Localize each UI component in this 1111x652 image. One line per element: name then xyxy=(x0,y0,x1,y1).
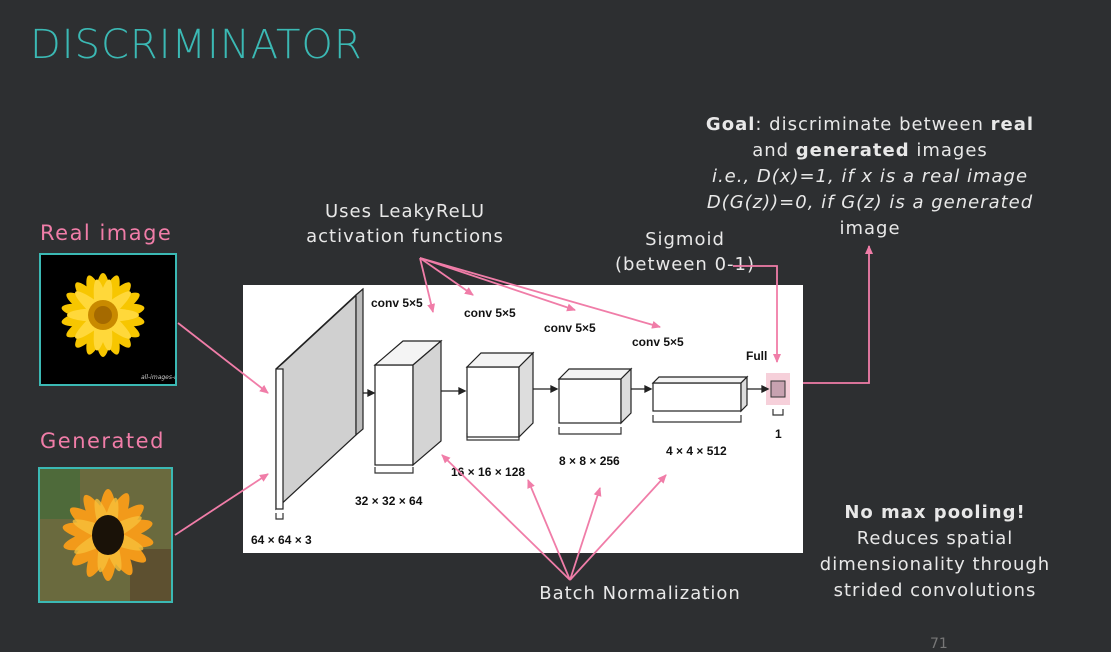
input-layer-front xyxy=(275,368,284,510)
goal-line1: : discriminate between xyxy=(755,114,991,135)
bracket-conv4 xyxy=(652,415,742,423)
dim-label-conv4: 4 × 4 × 512 xyxy=(666,444,727,458)
goal-text: Goal: discriminate between real and gene… xyxy=(640,112,1100,242)
bracket-conv2 xyxy=(466,433,520,441)
conv-label-2: conv 5×5 xyxy=(464,306,516,320)
dim-label-conv1: 32 × 32 × 64 xyxy=(355,494,423,508)
dim-label-conv3: 8 × 8 × 256 xyxy=(559,454,620,468)
goal-line2-pre: and xyxy=(752,140,796,161)
conv4-top xyxy=(651,376,749,384)
full-output-box xyxy=(770,380,786,398)
real-thumb-caption: all-images-here xyxy=(141,374,175,381)
full-label: Full xyxy=(746,349,767,363)
goal-line5: image xyxy=(839,218,901,239)
batch-normalization-label: Batch Normalization xyxy=(539,583,741,604)
bracket-conv1 xyxy=(374,467,414,474)
conv2-side xyxy=(518,351,534,439)
real-flower-image: all-images-here xyxy=(39,253,177,386)
sigmoid-note: Sigmoid (between 0-1) xyxy=(600,227,770,277)
conv1-front xyxy=(374,364,414,466)
input-layer-edge xyxy=(355,287,364,437)
sigmoid-line1: Sigmoid xyxy=(645,229,725,250)
conv3-front xyxy=(558,378,622,424)
dim-label-conv2: 16 × 16 × 128 xyxy=(451,465,525,479)
leakyrelu-note: Uses LeakyReLU activation functions xyxy=(290,199,520,249)
goal-line3: i.e., D(x)=1, if x is a real image xyxy=(711,166,1029,187)
conv-label-3: conv 5×5 xyxy=(544,321,596,335)
dim-label-input: 64 × 64 × 3 xyxy=(251,533,312,547)
no-max-line1: Reduces spatial xyxy=(856,528,1014,549)
generated-label: Generated xyxy=(40,429,165,453)
input-layer-side xyxy=(275,293,357,511)
conv-label-4: conv 5×5 xyxy=(632,335,684,349)
goal-generated: generated xyxy=(795,140,910,161)
real-image-label: Real image xyxy=(40,221,173,245)
conv3-side xyxy=(620,367,632,425)
page-number: 71 xyxy=(930,636,948,652)
goal-line2-post: images xyxy=(909,140,988,161)
no-max-line3: strided convolutions xyxy=(833,580,1037,601)
leakyrelu-line1: Uses LeakyReLU xyxy=(324,201,486,222)
sigmoid-line2: (between 0-1) xyxy=(614,254,755,275)
generated-flower-image xyxy=(38,467,173,603)
conv3-top xyxy=(557,368,633,380)
conv1-side xyxy=(412,339,442,467)
conv-label-1: conv 5×5 xyxy=(371,296,423,310)
goal-real: real xyxy=(990,114,1035,135)
bracket-conv3 xyxy=(558,427,622,435)
cnn-diagram-panel: conv 5×5 conv 5×5 conv 5×5 conv 5×5 Full… xyxy=(243,285,803,553)
bracket-input xyxy=(275,513,284,520)
conv2-front xyxy=(466,366,520,438)
no-max-pooling-note: No max pooling! Reduces spatial dimensio… xyxy=(790,500,1080,604)
goal-bold: Goal xyxy=(705,114,756,135)
conv4-front xyxy=(652,382,742,412)
goal-line4: D(G(z))=0, if G(z) is a generated xyxy=(706,192,1034,213)
conv4-side xyxy=(740,375,748,413)
dim-label-full: 1 xyxy=(775,427,782,441)
leakyrelu-line2: activation functions xyxy=(306,226,504,247)
slide-title: DISCRIMINATOR xyxy=(30,22,363,68)
no-max-title: No max pooling! xyxy=(844,502,1026,523)
bracket-full xyxy=(772,409,784,416)
no-max-line2: dimensionality through xyxy=(819,554,1051,575)
arrow-output-to-goal xyxy=(803,245,873,384)
